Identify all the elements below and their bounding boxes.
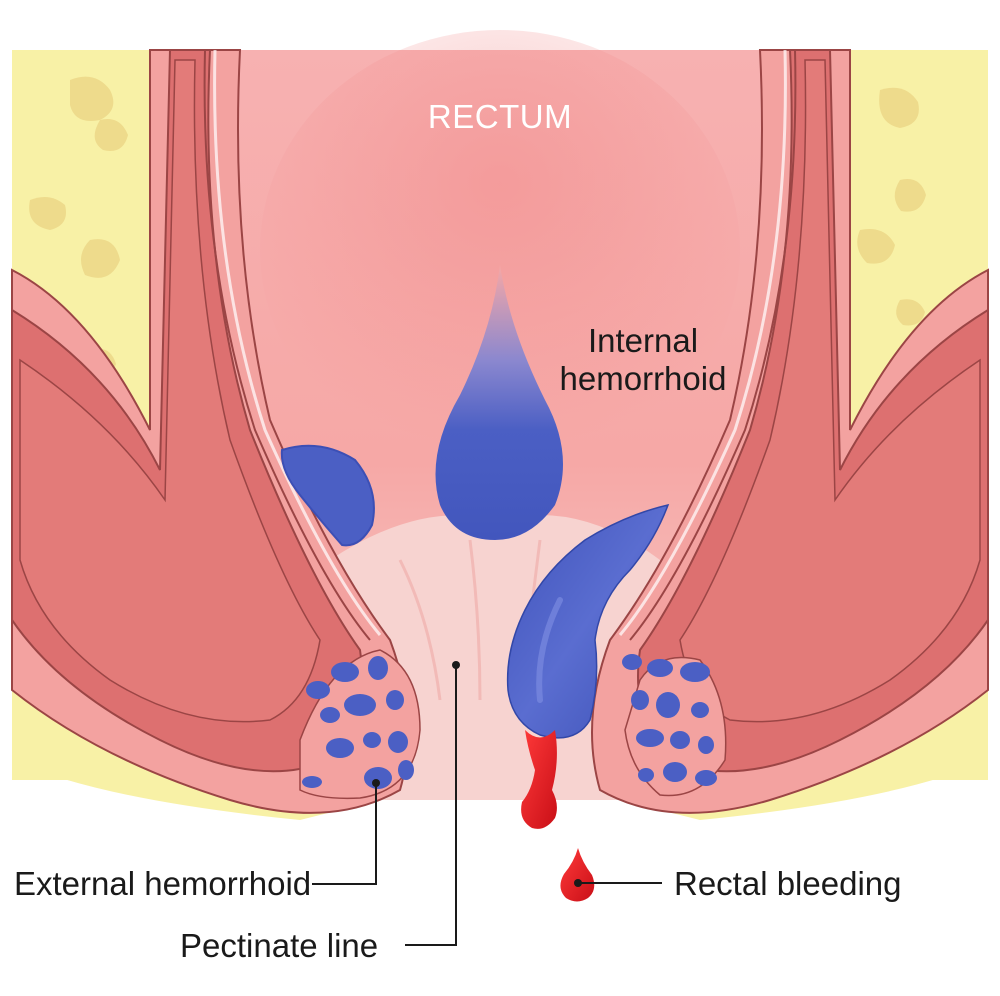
external-hemorrhoid-right	[622, 654, 727, 797]
internal-hemorrhoid-label-line1: Internal	[588, 322, 698, 359]
internal-hemorrhoid-label-line2: hemorrhoid	[560, 360, 727, 397]
external-hemorrhoid-left	[299, 649, 421, 800]
left-wall	[11, 49, 409, 814]
left-internal-hemorrhoid	[280, 444, 375, 547]
rectum-label: RECTUM	[428, 98, 572, 135]
external-hemorrhoid-label: External hemorrhoid	[14, 865, 311, 902]
right-wall	[591, 49, 989, 814]
external-leader	[312, 783, 377, 885]
blood-drip	[521, 730, 557, 829]
rectal-bleeding-label: Rectal bleeding	[674, 865, 902, 902]
blood-drop-falling	[560, 848, 595, 902]
leader-lines	[312, 661, 662, 946]
internal-hemorrhoid	[435, 265, 563, 540]
pectinate-leader	[405, 665, 457, 946]
prolapsed-hemorrhoid	[506, 503, 670, 739]
blood-drops	[521, 730, 595, 902]
pectinate-line-label: Pectinate line	[180, 927, 378, 964]
